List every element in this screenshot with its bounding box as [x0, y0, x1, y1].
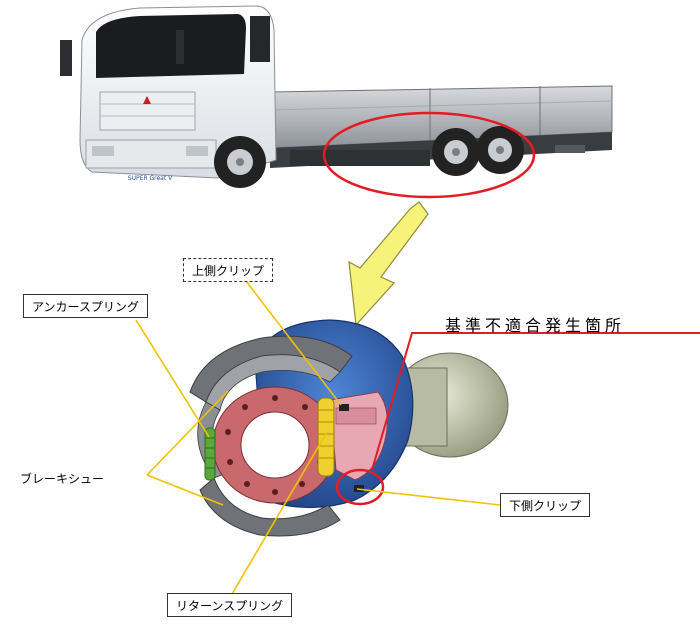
label-upper-clip: 上側クリップ [183, 258, 274, 282]
highlight-ellipse-truck [322, 111, 536, 199]
grille [99, 91, 196, 131]
label-anchor-spring: アンカースプリング [23, 294, 148, 318]
brand-emblem [143, 96, 151, 104]
grille-badge: SUPER Great V [128, 175, 173, 182]
leader-brake-shoe-2 [146, 474, 224, 506]
rear-wheel-2 [476, 126, 524, 174]
front-wheel [214, 136, 266, 188]
anchor-spring [204, 427, 216, 481]
label-lower-clip: 下側クリップ [500, 493, 591, 517]
leader-lower-clip [356, 488, 501, 506]
leader-upper-clip [245, 280, 342, 406]
brake-shoe-lower [199, 477, 341, 537]
label-return-spring: リターンスプリング [167, 593, 293, 617]
leader-anchor-spring [135, 319, 210, 438]
rear-wheel-1 [432, 128, 480, 176]
leader-brake-shoe-1 [146, 390, 229, 476]
label-nonconformity: 基準不適合発生箇所 [445, 316, 626, 335]
return-spring [317, 397, 335, 477]
pointer-arrow [348, 201, 429, 327]
leader-return-spring [231, 431, 328, 595]
upper-clip [339, 404, 349, 411]
truck-illustration: SUPER Great V [60, 5, 613, 188]
highlight-ellipse-clip [335, 468, 385, 506]
brake-assembly [189, 319, 509, 537]
label-brake-shoe: ブレーキシュー [20, 472, 105, 486]
windshield [96, 14, 246, 78]
leader-lines [135, 280, 501, 595]
leader-nonconformity [371, 332, 700, 471]
